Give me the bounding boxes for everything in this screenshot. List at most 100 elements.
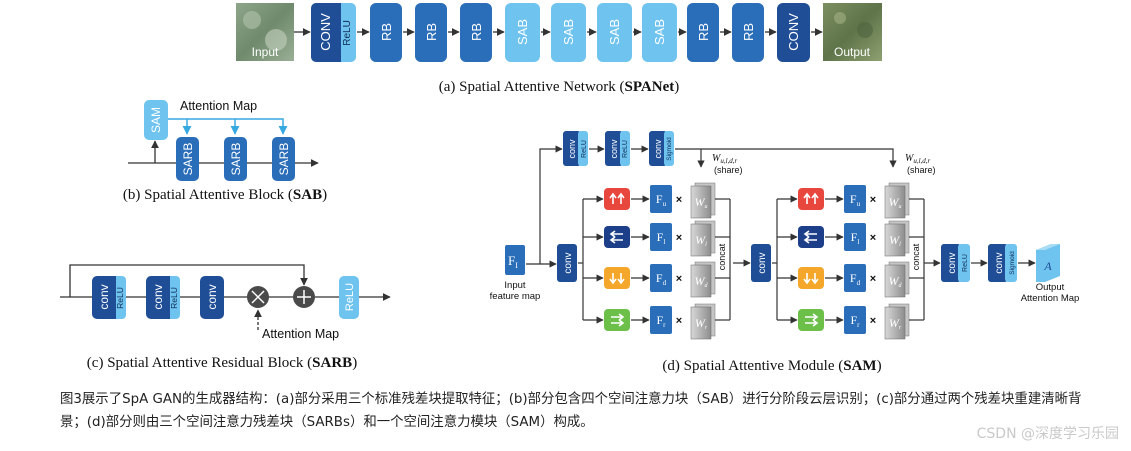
conv-relu-c-1: conv ReLU [92, 276, 126, 319]
panel-d: FI Input feature map conv ReLU conv ReLU… [490, 131, 1080, 374]
svg-text:conv: conv [653, 139, 663, 159]
branch-u-stage-2: Fu×Wu [777, 182, 924, 219]
figure-caption: 图3展示了SpA GAN的生成器结构：(a)部分采用三个标准残差块提取特征；(b… [60, 392, 1082, 430]
f-feature-label: Fu [656, 192, 667, 208]
svg-text:conv: conv [757, 252, 768, 273]
direction-right-icon [798, 309, 824, 331]
direction-left-icon [798, 226, 824, 248]
svg-text:conv: conv [947, 252, 958, 273]
concat-label-1: concat [717, 243, 727, 270]
svg-text:ReLU: ReLU [344, 283, 356, 311]
output-attention-map: A Output Attention Map [1021, 244, 1080, 304]
concat-label-2: concat [911, 243, 921, 270]
final-conv-sigmoid: conv Sigmoid [988, 244, 1017, 282]
sam-block: SAM [144, 100, 168, 140]
svg-text:conv: conv [97, 284, 111, 309]
top-conv-sigmoid: conv Sigmoid [649, 131, 674, 166]
svg-text:Sigmoid: Sigmoid [666, 137, 673, 161]
svg-text:Wu,l,d,r: Wu,l,d,r [905, 153, 931, 165]
svg-text:Attention Map: Attention Map [1021, 293, 1080, 304]
svg-text:conv: conv [994, 252, 1005, 273]
svg-text:RB: RB [469, 23, 484, 41]
rb-block-4: RB [687, 3, 719, 62]
add-node [293, 286, 315, 308]
multiply-sign: × [870, 315, 876, 327]
f-feature-label: Fu [850, 192, 861, 208]
branch-d-stage-2: Fd × Wd [777, 261, 924, 298]
sab-block-3: SAB [597, 3, 632, 62]
caption-a: (a) Spatial Attentive Network (SPANet) [439, 79, 680, 95]
f-feature-label: Fr [850, 313, 860, 329]
direction-up-icon [604, 188, 630, 210]
svg-text:SAB: SAB [652, 19, 667, 45]
weights-label-2: Wu,l,d,r (share) [905, 153, 936, 175]
svg-text:Sigmoid: Sigmoid [1009, 251, 1016, 275]
f-feature-label: Fr [656, 313, 666, 329]
svg-text:CONV: CONV [786, 13, 801, 51]
svg-text:SARB: SARB [181, 143, 195, 176]
svg-text:conv: conv [563, 252, 574, 273]
multiply-sign: × [870, 194, 876, 206]
svg-text:(share): (share) [714, 165, 743, 175]
svg-text:feature map: feature map [490, 291, 541, 302]
svg-text:ReLU: ReLU [115, 287, 125, 309]
svg-text:SARB: SARB [229, 143, 243, 176]
watermark: CSDN @深度学习乐园 [976, 426, 1119, 442]
w-weight-label: Wl [695, 233, 707, 248]
conv-c-3: conv [200, 276, 224, 319]
w-weight-label: Wr [889, 316, 902, 331]
branch-d-stage-1: Fd×Wd [583, 261, 730, 298]
caption-b: (b) Spatial Attentive Block (SAB) [123, 187, 327, 203]
top-conv-relu-2: conv ReLU [605, 131, 630, 166]
attention-map-label-c: Attention Map [262, 327, 339, 341]
direction-down-icon [798, 267, 824, 289]
svg-text:Output: Output [1036, 282, 1065, 293]
sab-block-1: SAB [505, 3, 540, 62]
svg-text:ReLU: ReLU [622, 140, 629, 158]
f-feature-label: Fl [657, 230, 666, 246]
rb-block-2: RB [415, 3, 447, 62]
w-weight-label: Wr [695, 316, 708, 331]
w-weight-label: Wl [889, 233, 901, 248]
sab-block-4: SAB [642, 3, 677, 62]
weights-label-1: Wu,l,d,r (share) [712, 153, 743, 175]
relu-c-final: ReLU [339, 276, 359, 319]
svg-text:RB: RB [424, 23, 439, 41]
svg-text:conv: conv [205, 284, 219, 309]
branch-u-stage-1: Fu×Wu [583, 182, 730, 219]
sarb-block-2: SARB [224, 137, 247, 181]
svg-text:ReLU: ReLU [962, 254, 969, 272]
output-label: Output [834, 45, 871, 59]
direction-left-icon [604, 226, 630, 248]
svg-text:conv: conv [567, 139, 577, 159]
branch-r-stage-1: Fr×Wr [583, 303, 730, 340]
relu-label: ReLU [342, 20, 353, 46]
conv-relu-c-2: conv ReLU [146, 276, 180, 319]
w-weight-label: Wd [889, 274, 903, 289]
caption-d: (d) Spatial Attentive Module (SAM) [662, 358, 881, 374]
svg-text:Wu,l,d,r: Wu,l,d,r [712, 153, 738, 165]
direction-down-icon [604, 267, 630, 289]
f-feature-label: Fd [656, 271, 667, 287]
caption-c: (c) Spatial Attentive Residual Block (SA… [87, 355, 357, 371]
svg-text:RB: RB [741, 23, 756, 41]
svg-text:A: A [1043, 259, 1052, 273]
svg-text:ReLU: ReLU [169, 287, 179, 309]
stage2-conv: conv [751, 244, 771, 282]
direction-right-icon [604, 309, 630, 331]
conv-block-final: CONV [777, 3, 810, 62]
multiply-sign: × [870, 273, 876, 285]
final-conv-relu: conv ReLU [941, 244, 970, 282]
attention-map-label-b: Attention Map [180, 99, 257, 113]
multiply-sign: × [676, 273, 682, 285]
svg-text:SAB: SAB [607, 19, 622, 45]
multiply-node [247, 286, 269, 308]
panel-b: SAM Attention Map SARB SARB SARB (b) Spa… [123, 99, 327, 203]
input-label: Input [252, 45, 279, 59]
f-feature-label: Fd [850, 271, 861, 287]
sarb-block-1: SARB [176, 137, 199, 181]
svg-text:ReLU: ReLU [581, 140, 588, 158]
output-image: Output [823, 3, 882, 61]
